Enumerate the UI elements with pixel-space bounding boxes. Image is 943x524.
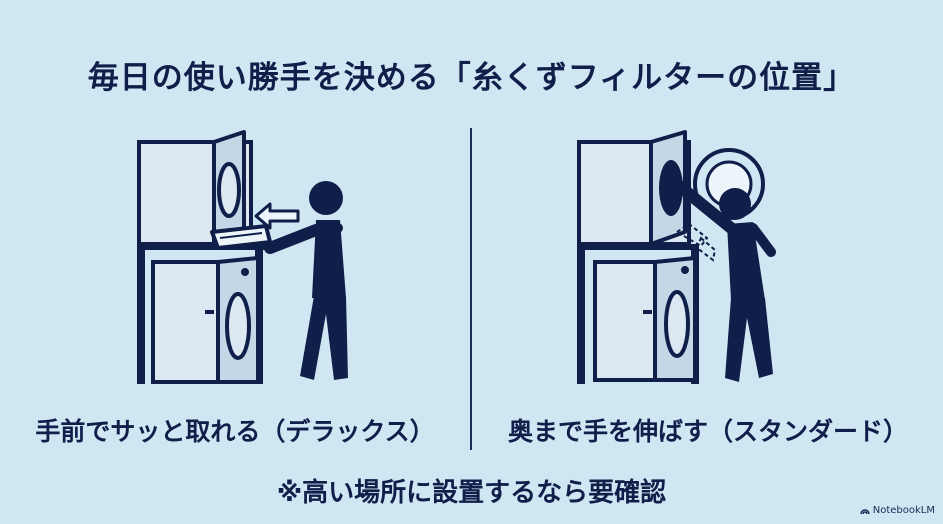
filter-location-arrow-icon <box>675 222 717 262</box>
standard-illustration-svg <box>577 130 776 384</box>
page-title: 毎日の使い勝手を決める「糸くずフィルターの位置」 <box>87 60 856 96</box>
dryer-unit <box>137 130 253 246</box>
person-figure <box>264 181 348 380</box>
person-figure <box>671 178 776 382</box>
pull-arrow-icon <box>254 202 300 230</box>
lint-filter-tray <box>210 224 272 250</box>
washer-unit <box>593 256 697 382</box>
washer-unit <box>151 256 260 384</box>
panel-divider <box>470 128 472 450</box>
dryer-unit <box>577 130 691 246</box>
brand-watermark: NotebookLM <box>860 505 935 516</box>
installation-note: ※高い場所に設置するなら要確認 <box>276 478 667 508</box>
standard-caption: 奥まで手を伸ばす（スタンダード） <box>507 417 908 446</box>
standard-illustration <box>473 120 943 400</box>
deluxe-illustration <box>0 120 470 400</box>
deluxe-caption: 手前でサッと取れる（デラックス） <box>35 417 435 446</box>
brand-name: NotebookLM <box>872 505 935 516</box>
deluxe-illustration-svg <box>137 130 348 384</box>
notebooklm-logo-icon <box>860 508 870 514</box>
